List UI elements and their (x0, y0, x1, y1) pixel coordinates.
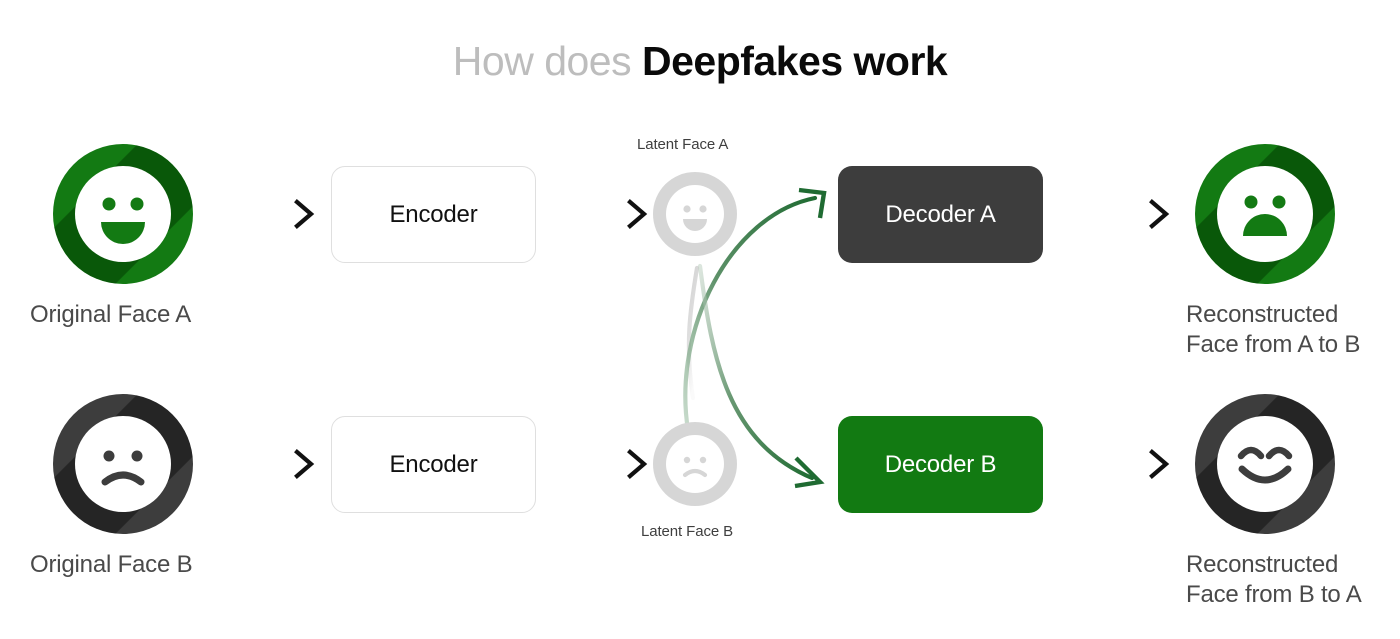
original-face-a-icon (53, 144, 193, 284)
encoder-bottom-box[interactable]: Encoder (331, 416, 536, 513)
latent-frowning-features (682, 456, 708, 478)
original-face-b-caption: Original Face B (30, 551, 193, 578)
latent-face-a-icon (653, 172, 737, 256)
arrow-face-a-to-encoder (210, 199, 315, 229)
encoder-bottom-label: Encoder (389, 450, 478, 478)
decoder-b-label: Decoder B (884, 450, 997, 478)
arrow-encoder-to-latent-b (552, 449, 648, 479)
latent-smiling-features (683, 205, 707, 231)
frowning-face-features (101, 450, 145, 486)
smiling-face-features (101, 197, 145, 244)
page-title: How does Deepfakes work (0, 38, 1400, 85)
reconstructed-a-to-b-icon (1195, 144, 1335, 284)
latent-disc (666, 435, 724, 493)
arrow-encoder-to-latent-a (552, 199, 648, 229)
latent-face-a-label: Latent Face A (637, 136, 729, 153)
arrow-face-b-to-encoder (210, 449, 315, 479)
reconstructed-b-to-a-icon (1195, 394, 1335, 534)
arrow-decoder-b-to-reconstructed (1062, 449, 1170, 479)
arrow-decoder-a-to-reconstructed (1062, 199, 1170, 229)
latent-face-b-icon (653, 422, 737, 506)
reconstructed-b-to-a-caption: Reconstructed Face from B to A (1186, 551, 1362, 608)
page-title-light: How does (452, 38, 642, 84)
face-disc (75, 166, 171, 262)
encoder-top-box[interactable]: Encoder (331, 166, 536, 263)
decoder-a-label: Decoder A (885, 200, 996, 228)
original-face-b-icon (53, 394, 193, 534)
page-title-bold: Deepfakes work (642, 38, 948, 84)
happy-face-features (1237, 446, 1293, 484)
face-disc (75, 416, 171, 512)
latent-a-gray-curve (686, 265, 700, 401)
latent-face-b-label: Latent Face B (641, 523, 734, 540)
decoder-a-box[interactable]: Decoder A (838, 166, 1043, 263)
face-disc (1217, 416, 1313, 512)
frowning-face-features (1243, 195, 1287, 236)
original-face-a-caption: Original Face A (30, 301, 192, 328)
decoder-b-box[interactable]: Decoder B (838, 416, 1043, 513)
reconstructed-a-to-b-caption: Reconstructed Face from A to B (1186, 301, 1361, 358)
encoder-top-label: Encoder (389, 200, 478, 228)
latent-disc (666, 185, 724, 243)
